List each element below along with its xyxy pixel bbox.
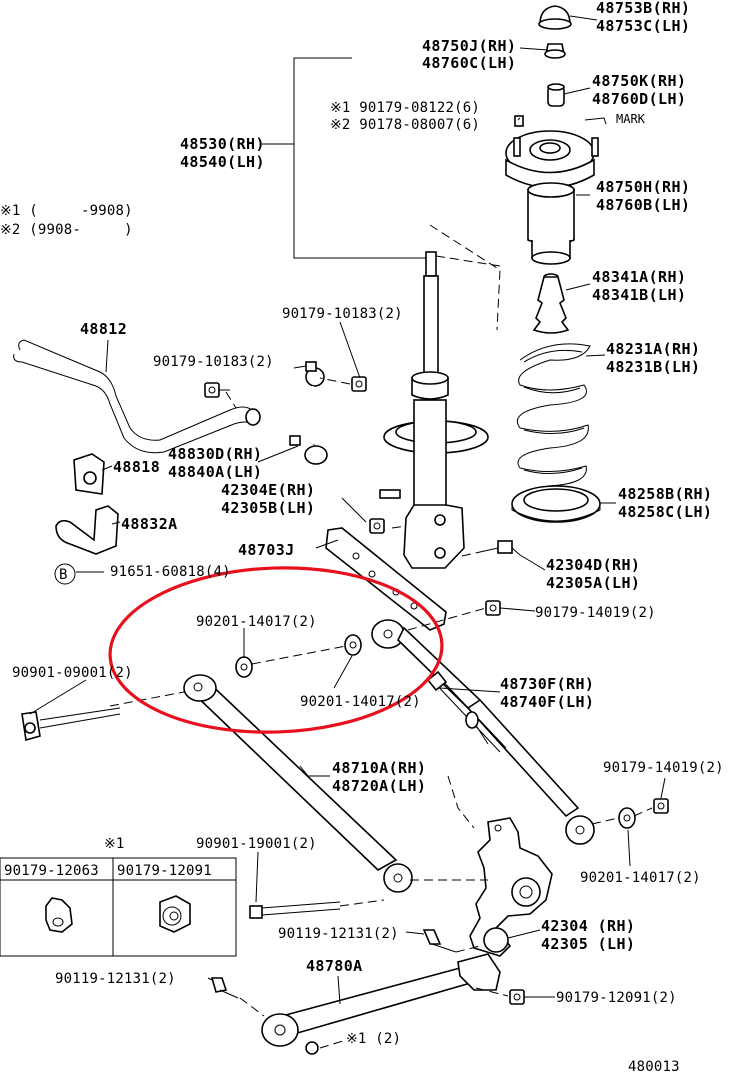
bolt-12131-part xyxy=(210,929,457,999)
coil-spring-part xyxy=(516,343,591,487)
label-48750K: 48750K(RH) xyxy=(592,72,686,90)
label-90179-14019-a: 90179-14019(2) xyxy=(535,605,656,621)
label-inset-note: ※1 xyxy=(104,836,125,852)
bushing-arm-48730F-part xyxy=(371,619,595,845)
label-note1-qty: ※1 (2) xyxy=(346,1031,401,1047)
label-inset-right: 90179-12091 xyxy=(117,863,212,879)
dust-cap-part xyxy=(538,5,572,30)
label-48840A: 48840A(LH) xyxy=(168,463,262,481)
label-90179-10183-a: 90179-10183(2) xyxy=(282,306,403,322)
label-48710A: 48710A(RH) xyxy=(332,759,426,777)
label-48540: 48540(LH) xyxy=(180,153,265,171)
nut-cap-part xyxy=(544,43,566,59)
label-diagram-id: 480013 xyxy=(628,1059,680,1075)
label-48812: 48812 xyxy=(80,320,127,338)
label-90201-14017-b: 90201-14017(2) xyxy=(300,694,421,710)
label-42304: 42304 (RH) xyxy=(541,917,635,935)
strut-mount-part xyxy=(505,115,607,189)
label-48730F: 48730F(RH) xyxy=(500,675,594,693)
label-90901-09001: 90901-09001(2) xyxy=(12,665,133,681)
nut-12091-part xyxy=(509,989,525,1005)
label-48231B: 48231B(LH) xyxy=(606,358,700,376)
label-48341B: 48341B(LH) xyxy=(592,286,686,304)
bump-stopper-part xyxy=(532,273,570,334)
label-48753B: 48753B(RH) xyxy=(596,0,690,17)
label-legend1: ※1 ( -9908) xyxy=(0,203,133,219)
label-48832A: 48832A xyxy=(121,515,178,533)
label-legend2: ※2 (9908- ) xyxy=(0,222,133,238)
label-90119-12131-a: 90119-12131(2) xyxy=(278,926,399,942)
label-90179-10183-b: 90179-10183(2) xyxy=(153,354,274,370)
label-42305B: 42305B(LH) xyxy=(221,499,315,517)
stabilizer-link-part xyxy=(289,361,328,465)
mount-nut-part xyxy=(547,83,565,107)
label-48753C: 48753C(LH) xyxy=(596,17,690,35)
highlight-ellipse xyxy=(108,566,444,734)
label-90201-14017-c: 90201-14017(2) xyxy=(580,870,701,886)
label-inset-left: 90179-12063 xyxy=(4,863,99,879)
label-48760D: 48760D(LH) xyxy=(592,90,686,108)
label-48231A: 48231A(RH) xyxy=(606,340,700,358)
label-42305: 42305 (LH) xyxy=(541,935,635,953)
axle-carrier-part xyxy=(469,817,553,957)
lower-arm-48710A-part xyxy=(183,674,413,893)
label-90901-19001: 90901-19001(2) xyxy=(196,836,317,852)
label-48740F: 48740F(LH) xyxy=(500,693,594,711)
inset-box xyxy=(0,857,237,957)
label-90119-12131-b: 90119-12131(2) xyxy=(55,971,176,987)
lower-spring-seat-part xyxy=(511,485,601,523)
strut-rod-48780A-part xyxy=(261,953,501,1055)
label-48703J: 48703J xyxy=(238,541,295,559)
label-note2-ref: ※2 90178-08007(6) xyxy=(330,117,480,133)
label-48720A: 48720A(LH) xyxy=(332,777,426,795)
washer-14017-part xyxy=(235,634,636,829)
label-48750H: 48750H(RH) xyxy=(596,178,690,196)
nut-10183-part xyxy=(204,376,367,398)
label-48341A: 48341A(RH) xyxy=(592,268,686,286)
label-48258C: 48258C(LH) xyxy=(618,503,712,521)
label-48760B: 48760B(LH) xyxy=(596,196,690,214)
long-bolt-09001-part xyxy=(21,707,121,742)
label-90201-14017-a: 90201-14017(2) xyxy=(196,614,317,630)
label-90179-14019-b: 90179-14019(2) xyxy=(603,760,724,776)
label-circle-b: B xyxy=(59,567,68,583)
label-42305A: 42305A(LH) xyxy=(546,574,640,592)
label-48530: 48530(RH) xyxy=(180,135,265,153)
stabilizer-bracket-part xyxy=(55,505,119,555)
label-48750J: 48750J(RH) xyxy=(422,37,516,55)
label-note1-ref: ※1 90179-08122(6) xyxy=(330,100,480,116)
label-48818: 48818 xyxy=(113,458,160,476)
label-48258B: 48258B(RH) xyxy=(618,485,712,503)
strut-bracket-bolt-part xyxy=(369,518,513,554)
long-bolt-19001-part xyxy=(249,901,341,919)
label-48780A: 48780A xyxy=(306,957,363,975)
label-48760C: 48760C(LH) xyxy=(422,54,516,72)
label-mark: MARK xyxy=(616,112,646,126)
label-48830D: 48830D(RH) xyxy=(168,445,262,463)
circle-b-marker xyxy=(54,563,76,585)
upper-insulator-part xyxy=(527,182,575,265)
label-90179-12091: 90179-12091(2) xyxy=(556,990,677,1006)
label-42304D: 42304D(RH) xyxy=(546,556,640,574)
label-42304E: 42304E(RH) xyxy=(221,481,315,499)
strut-assembly-part xyxy=(379,251,489,569)
adjusting-bolt-part xyxy=(426,670,507,753)
label-91651: 91651-60818(4) xyxy=(110,564,231,580)
